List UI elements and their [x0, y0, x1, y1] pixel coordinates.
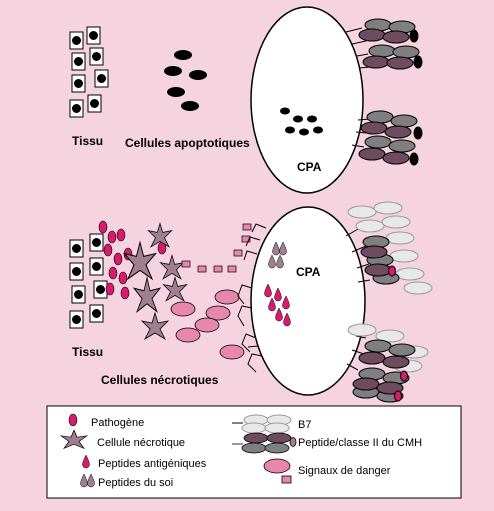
- bottom-tissue-cells: [69, 233, 108, 329]
- legend-antigenic-peptides-label: Peptides antigéniques: [98, 458, 207, 470]
- apc-top-receptors-lower: [351, 110, 423, 166]
- danger-signal-squares: [181, 223, 252, 273]
- label-necrotic: Cellules nécrotiques: [101, 373, 219, 387]
- apc-bottom-receptors-upper: [345, 201, 433, 295]
- label-tissue-top: Tissu: [72, 134, 103, 148]
- top-tissue-cells: [69, 26, 109, 118]
- legend-b7-label: B7: [298, 419, 311, 431]
- apc-bottom-receptors-lower: [346, 323, 429, 403]
- apc-top-self-peptides: [280, 107, 323, 136]
- legend-pathogen-icon: [68, 413, 78, 427]
- apoptotic-bodies: [164, 50, 207, 111]
- label-cpa-bottom: CPA: [296, 265, 321, 279]
- label-cpa-top: CPA: [297, 160, 322, 174]
- legend-box: Pathogène Cellule nécrotique Peptides an…: [46, 405, 462, 499]
- label-apoptotic: Cellules apoptotiques: [125, 136, 250, 150]
- legend-peptide-mhc-label: Peptide/classe II du CMH: [298, 437, 422, 449]
- legend-peptide-mhc-icon: [232, 432, 297, 454]
- legend-self-peptides-label: Peptides du soi: [98, 477, 173, 489]
- apc-bottom: [250, 206, 366, 396]
- danger-receptors: [237, 223, 267, 373]
- legend-danger-signals-icon: [263, 458, 292, 484]
- necrotic-cells: [123, 222, 188, 340]
- legend-pathogen-label: Pathogène: [91, 417, 144, 429]
- apc-top: [250, 6, 364, 194]
- apc-top-receptors-upper: [345, 18, 423, 70]
- label-tissue-bottom: Tissu: [72, 345, 103, 359]
- danger-signal-ovals: [170, 289, 245, 360]
- legend-necrotic-cell-label: Cellule nécrotique: [97, 437, 185, 449]
- legend-danger-signals-label: Signaux de danger: [298, 465, 391, 477]
